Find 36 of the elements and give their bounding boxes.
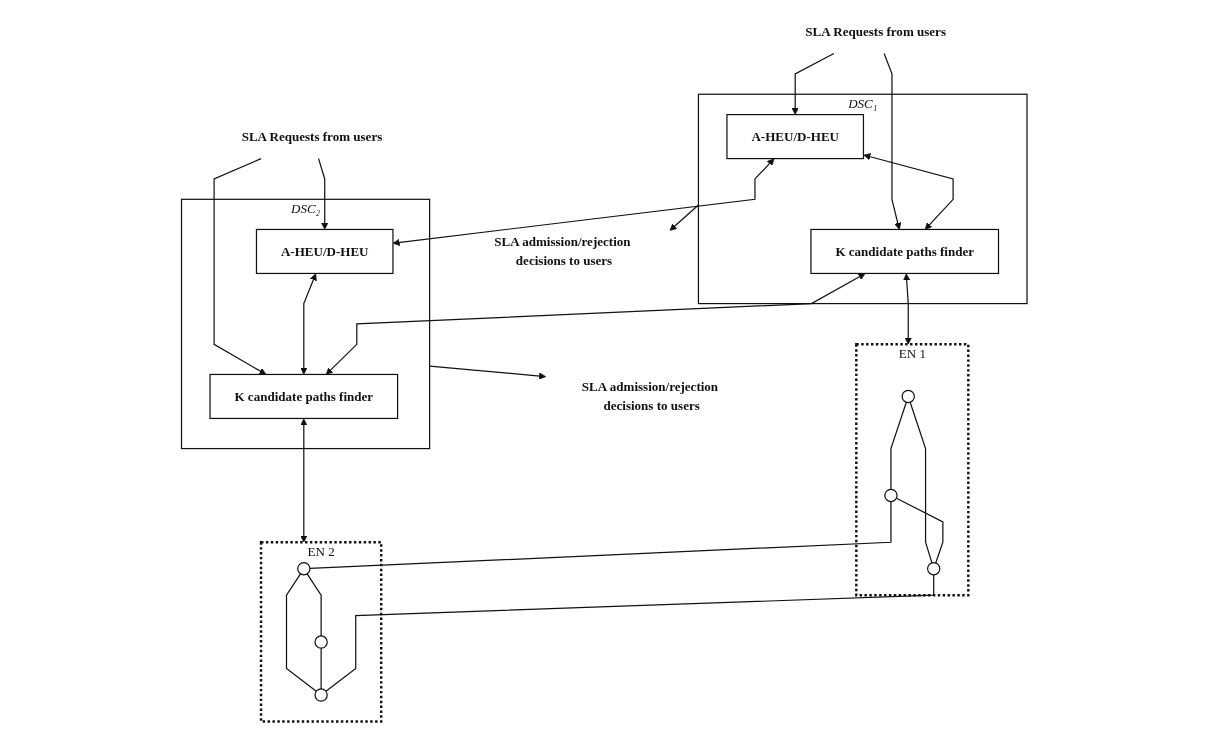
arrow: [325, 273, 866, 375]
arrow: [902, 273, 912, 345]
node-box: K candidate paths finder: [209, 373, 398, 420]
connector: [909, 401, 933, 564]
arrow: [213, 158, 267, 375]
arrow: [669, 204, 699, 231]
arrow: [883, 52, 901, 230]
connector: [890, 401, 907, 490]
arrow: [428, 365, 546, 380]
node-text: SLA admission/rejection decisions to users: [581, 379, 718, 413]
arrow: [863, 153, 954, 230]
arrow: [299, 418, 308, 543]
connector: [306, 573, 322, 637]
node-circle: [901, 389, 915, 404]
arrow: [299, 273, 317, 375]
cluster: EN 2: [259, 541, 383, 723]
connector: [895, 497, 944, 564]
arrow: [392, 158, 775, 246]
node-circle: [926, 562, 941, 576]
node-circle: [296, 562, 311, 576]
node-circle: [883, 488, 898, 503]
node-text: SLA Requests from users: [241, 129, 382, 144]
connector: [285, 573, 317, 692]
node-circle: [314, 635, 328, 649]
node-box: K candidate paths finder: [810, 228, 999, 275]
connector: [320, 647, 322, 690]
arrow: [791, 52, 835, 115]
node-box: A-HEU/D-HEU: [726, 114, 864, 160]
node-circle: [314, 688, 328, 702]
node-text: SLA Requests from users: [805, 24, 946, 39]
cluster: EN 1: [854, 343, 970, 597]
node-text: SLA admission/rejection decisions to users: [494, 234, 631, 268]
node-box: A-HEU/D-HEU: [255, 228, 394, 275]
arrow: [317, 158, 329, 230]
connector: [325, 574, 935, 692]
connector: [309, 500, 892, 570]
